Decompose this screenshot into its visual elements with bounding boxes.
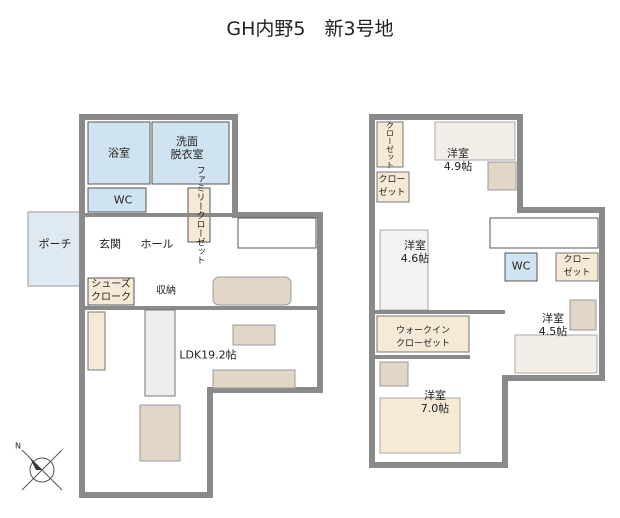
washroom-area — [151, 121, 230, 185]
bed-46 — [379, 229, 429, 311]
stairs — [237, 217, 317, 249]
walkin-area — [376, 315, 470, 353]
room-closet-right: クロー ゼット — [563, 255, 591, 278]
room-family-closet: ファミリークローゼット — [194, 165, 205, 265]
room-western-4-6: 洋室 4.6帖 — [400, 239, 430, 265]
room-walkin-closet: ウォークイン クローゼット — [395, 326, 451, 349]
bath-area — [87, 121, 151, 185]
room-closet-top: クローゼット — [385, 121, 395, 169]
shoes-closet-area — [87, 277, 135, 306]
room-entrance: 玄関 — [99, 237, 121, 251]
stairs-2 — [489, 217, 599, 249]
room-wc-2: WC — [511, 259, 531, 273]
compass-icon — [21, 449, 63, 491]
closet-mid-area — [376, 171, 410, 203]
sofa — [212, 276, 292, 306]
tv-board — [212, 369, 296, 389]
closet-right-area — [555, 252, 599, 282]
compass-label: N — [15, 441, 21, 451]
kitchen-island — [144, 309, 176, 397]
room-porch: ポーチ — [38, 237, 72, 251]
room-wc: WC — [113, 193, 133, 207]
closet-top-area — [376, 121, 404, 168]
desk-49 — [487, 161, 517, 191]
room-bath: 浴室 — [108, 146, 130, 160]
wc2-area — [504, 252, 538, 282]
room-storage: 収納 — [156, 285, 176, 297]
room-ldk: LDK19.2帖 — [179, 348, 237, 362]
room-western-4-5: 洋室 4.5帖 — [538, 312, 568, 338]
floor-1 — [27, 114, 323, 498]
room-shoes-closet: シューズ クローク — [91, 279, 131, 303]
desk-70 — [379, 361, 409, 387]
bed-70 — [379, 397, 461, 454]
room-western-7-0: 洋室 7.0帖 — [420, 389, 450, 415]
dining-table — [139, 404, 181, 462]
floor-2-outline — [369, 114, 605, 468]
floor-2 — [369, 114, 605, 468]
desk-45 — [569, 299, 597, 331]
plan-title: GH内野5 新3号地 — [226, 18, 394, 40]
coffee-table — [232, 324, 276, 346]
room-closet-mid: クロー ゼット — [378, 175, 406, 198]
room-western-4-9: 洋室 4.9帖 — [443, 147, 473, 173]
room-hall: ホール — [140, 237, 174, 251]
wc-area — [87, 187, 147, 213]
kitchen-counter — [87, 311, 106, 371]
room-washroom: 洗面 脱衣室 — [170, 135, 204, 161]
bed-45 — [514, 334, 598, 374]
bed-49 — [434, 121, 516, 161]
